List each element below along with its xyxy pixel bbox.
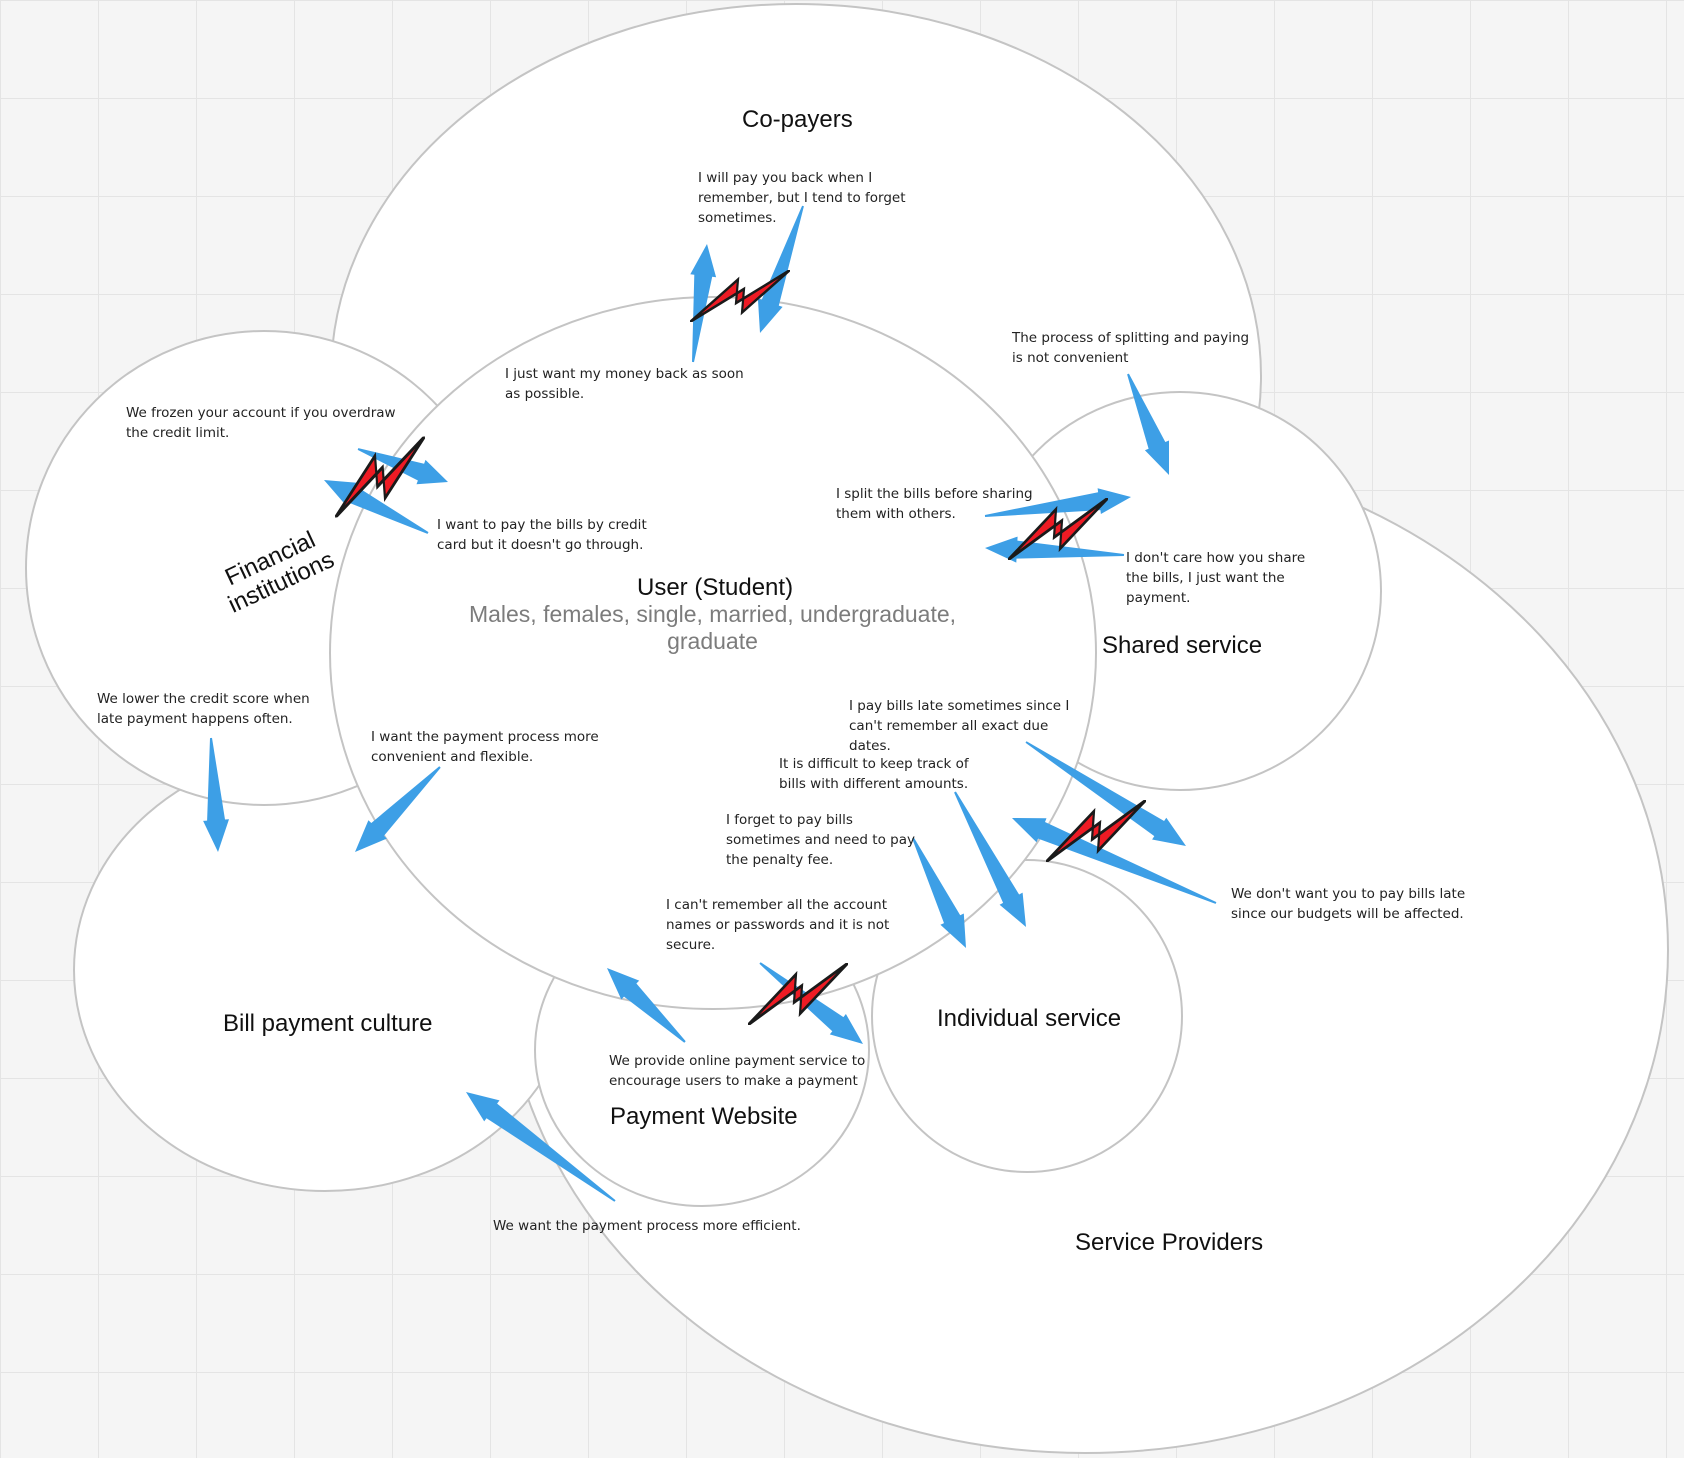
- shared-service-label: Shared service: [1102, 632, 1263, 659]
- note-late-due: I pay bills late sometimes since I can't…: [849, 698, 1070, 754]
- service-providers-label: Service Providers: [1075, 1229, 1264, 1256]
- note-budgets: We don't want you to pay bills late sinc…: [1231, 886, 1466, 922]
- individual-service-circle: [871, 859, 1183, 1173]
- individual-service-label: Individual service: [937, 1005, 1122, 1032]
- note-credit-card: I want to pay the bills by credit card b…: [437, 517, 647, 553]
- arrow-icon: [1012, 818, 1217, 904]
- arrow-icon: [954, 791, 1026, 927]
- arrow-icon: [912, 837, 966, 948]
- arrow-icon: [607, 968, 686, 1043]
- user-student-circle: [329, 296, 1097, 1010]
- note-credit-score: We lower the credit score when late paym…: [97, 691, 310, 727]
- payment-website-label: Payment Website: [610, 1103, 798, 1130]
- arrow-icon: [690, 244, 717, 363]
- copayers-label: Co-payers: [742, 106, 853, 133]
- user-description: Males, females, single, married, undergr…: [468, 601, 957, 654]
- arrow-icon: [355, 766, 441, 852]
- note-track: It is difficult to keep track of bills w…: [779, 756, 969, 792]
- note-pay-back: I will pay you back when I remember, but…: [698, 170, 906, 226]
- note-efficient: We want the payment process more efficie…: [493, 1218, 801, 1234]
- note-passwords: I can't remember all the account names o…: [666, 897, 890, 953]
- arrow-icon: [466, 1092, 616, 1202]
- bill-payment-culture-label: Bill payment culture: [223, 1010, 433, 1037]
- arrow-icon: [203, 737, 229, 852]
- arrow-icon: [1127, 373, 1169, 475]
- note-online: We provide online payment service to enc…: [609, 1053, 866, 1089]
- arrow-icon: [1025, 741, 1186, 846]
- note-money-back: I just want my money back as soon as pos…: [505, 366, 744, 402]
- note-convenient: I want the payment process more convenie…: [371, 729, 599, 765]
- note-frozen: We frozen your account if you overdraw t…: [126, 405, 396, 441]
- user-title: User (Student): [637, 574, 794, 601]
- note-split-before: I split the bills before sharing them wi…: [836, 486, 1033, 522]
- arrow-icon: [985, 536, 1125, 563]
- note-dont-care: I don't care how you share the bills, I …: [1126, 550, 1306, 606]
- note-forget-penalty: I forget to pay bills sometimes and need…: [726, 812, 915, 868]
- note-split-process: The process of splitting and paying is n…: [1012, 330, 1250, 366]
- arrow-icon: [757, 205, 804, 333]
